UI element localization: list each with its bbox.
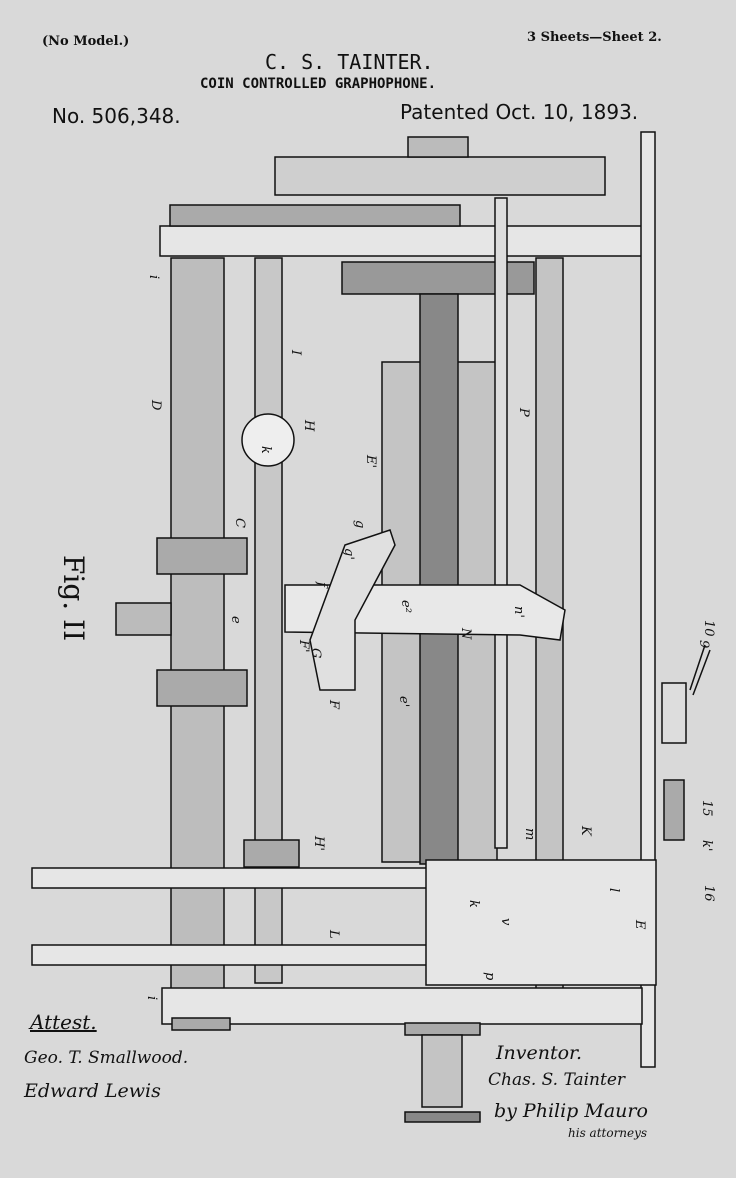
contact-spring — [663, 779, 685, 841]
reference-label: C — [232, 518, 247, 528]
reference-label: G — [308, 648, 323, 658]
reference-label: H' — [311, 835, 326, 851]
reference-label: f — [314, 581, 329, 589]
wires — [689, 644, 711, 696]
side-knob — [115, 602, 172, 636]
reference-label: k — [258, 446, 273, 454]
pulley-wheel — [274, 156, 606, 196]
bracket — [661, 682, 687, 744]
reference-label: k — [466, 900, 481, 908]
witness-signature-2: Edward Lewis — [24, 1080, 161, 1102]
figure-caption: Fig. II — [57, 555, 90, 642]
patent-title: COIN CONTROLLED GRAPHOPHONE. — [200, 76, 437, 92]
attorneys-label: his attorneys — [568, 1126, 648, 1140]
collar-lower — [156, 669, 248, 707]
coin-wheel-k — [241, 413, 295, 467]
reference-label: 9 — [696, 640, 711, 648]
reference-label: k' — [699, 840, 714, 851]
reference-label: e — [228, 616, 243, 624]
collar-upper — [156, 537, 248, 575]
reference-label: H — [301, 419, 316, 432]
reference-label: E' — [363, 454, 378, 468]
bottom-frame-bar — [161, 987, 643, 1025]
reference-label: K — [578, 825, 593, 837]
inventor-name: C. S. TAINTER. — [265, 50, 434, 74]
reference-label: 10 — [701, 620, 716, 637]
reference-label: P — [516, 407, 531, 417]
reference-label: I — [288, 349, 303, 356]
reference-label: L — [326, 929, 341, 939]
witness-signature-1: Geo. T. Smallwood. — [24, 1048, 189, 1068]
feed-screw — [419, 293, 459, 865]
reference-label: F' — [296, 639, 311, 653]
gear-train — [169, 204, 461, 227]
attorney-signature: by Philip Mauro — [494, 1100, 648, 1122]
rod-p — [494, 197, 508, 849]
inventor-label: Inventor. — [496, 1042, 583, 1064]
reference-label: g — [352, 520, 367, 528]
sheet-number: 3 Sheets—Sheet 2. — [527, 30, 662, 45]
reference-label: 15 — [699, 800, 714, 817]
no-model-note: (No Model.) — [42, 34, 130, 49]
reference-label: i — [144, 996, 159, 1000]
reference-label: 16 — [701, 885, 716, 902]
reference-label: N — [458, 627, 473, 640]
patent-number: No. 506,348. — [52, 104, 181, 128]
attest-label: Attest. — [30, 1010, 97, 1034]
base-block — [425, 859, 657, 986]
reference-label: v — [498, 918, 513, 926]
reference-label: m — [522, 828, 537, 840]
column-foot — [171, 1017, 231, 1031]
reference-label: l — [606, 888, 621, 892]
reference-label: D — [148, 399, 163, 411]
column-d — [170, 257, 225, 1019]
collar-h-prime — [243, 839, 300, 868]
inventor-signature: Chas. S. Tainter — [488, 1070, 626, 1090]
reference-label: F — [326, 699, 341, 710]
reference-label: i — [146, 275, 161, 279]
reference-label: g' — [341, 548, 356, 560]
reference-label: e² — [398, 600, 413, 613]
thumb-wheel — [404, 1111, 481, 1123]
trigger-lever — [309, 529, 396, 691]
pulley-hub — [407, 136, 469, 158]
reference-label: p — [482, 972, 497, 981]
top-frame-bar — [159, 225, 644, 257]
patent-date: Patented Oct. 10, 1893. — [400, 100, 639, 124]
spindle — [421, 1034, 463, 1108]
reference-label: e' — [396, 696, 411, 707]
reference-label: n' — [511, 606, 526, 618]
reference-label: E — [632, 919, 647, 930]
spindle-collar — [404, 1022, 481, 1036]
side-plate — [640, 131, 656, 1068]
